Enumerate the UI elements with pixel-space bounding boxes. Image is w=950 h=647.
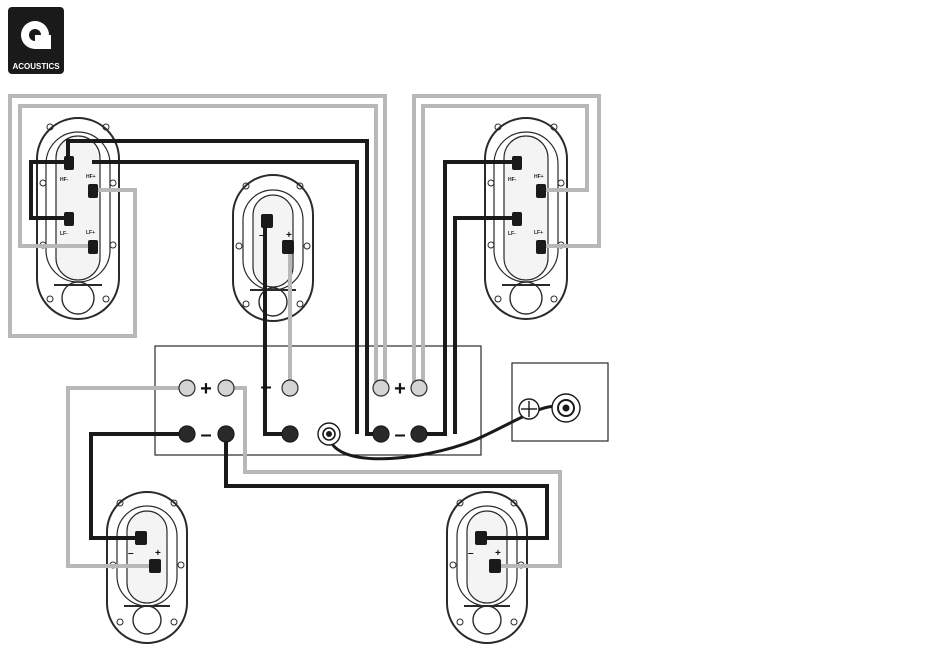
terminal-fr-lf-plus — [536, 240, 546, 254]
label-fl-lf-minus: LF- — [60, 231, 68, 237]
amp-minus-sign-rear: – — [200, 424, 211, 446]
logo-wordmark: ACOUSTICS — [12, 62, 60, 71]
terminal-fl-hf-minus — [64, 156, 74, 170]
amp-minus-sign-front: – — [394, 424, 405, 446]
amp-terminal-centre-minus — [282, 426, 298, 442]
label-rr-plus: + — [495, 548, 501, 559]
terminal-fr-lf-minus — [512, 212, 522, 226]
terminal-fl-lf-minus — [64, 212, 74, 226]
label-rl-plus: + — [155, 548, 161, 559]
logo-q-tail — [35, 35, 51, 49]
terminal-rl-plus — [149, 559, 161, 573]
label-fl-hf-plus: HF+ — [86, 174, 96, 180]
label-fr-hf-minus: HF- — [508, 177, 517, 183]
wire-centre-plus — [288, 247, 290, 388]
label-fr-hf-plus: HF+ — [534, 174, 544, 180]
sub-ground-terminal — [519, 399, 539, 419]
terminal-fl-lf-plus — [88, 240, 98, 254]
amp-terminal-fl-minus — [373, 426, 389, 442]
terminal-fr-hf-plus — [536, 184, 546, 198]
label-centre-plus: + — [286, 230, 292, 241]
centre-speaker — [233, 175, 313, 321]
amp-terminal-rr-plus — [218, 380, 234, 396]
sub-out-jack — [318, 423, 340, 445]
amp-terminal-fr-minus — [411, 426, 427, 442]
label-fr-lf-plus: LF+ — [534, 230, 543, 236]
amp-plus-sign-rear: + — [200, 378, 212, 400]
amp-plus-sign-front: + — [394, 378, 406, 400]
amp-minus-sign-centre: – — [260, 376, 271, 398]
terminal-rr-minus — [475, 531, 487, 545]
amp-terminal-fr-plus — [411, 380, 427, 396]
label-fl-lf-plus: LF+ — [86, 230, 95, 236]
terminal-centre-minus — [261, 214, 273, 228]
amp-terminal-rl-plus — [179, 380, 195, 396]
label-fl-hf-minus: HF- — [60, 177, 69, 183]
label-rr-minus: – — [468, 548, 474, 559]
terminal-rr-plus — [489, 559, 501, 573]
terminal-fl-hf-plus — [88, 184, 98, 198]
amp-terminal-rl-minus — [179, 426, 195, 442]
label-rl-minus: – — [128, 548, 134, 559]
q-acoustics-logo: ACOUSTICS — [8, 7, 64, 74]
amp-terminal-fl-plus — [373, 380, 389, 396]
sub-line-in-jack — [552, 394, 580, 422]
terminal-centre-plus — [282, 240, 294, 254]
amp-terminal-centre-plus — [282, 380, 298, 396]
terminal-rl-minus — [135, 531, 147, 545]
label-centre-minus: – — [259, 230, 265, 241]
amp-terminal-rr-minus — [218, 426, 234, 442]
terminal-fr-hf-minus — [512, 156, 522, 170]
label-fr-lf-minus: LF- — [508, 231, 516, 237]
